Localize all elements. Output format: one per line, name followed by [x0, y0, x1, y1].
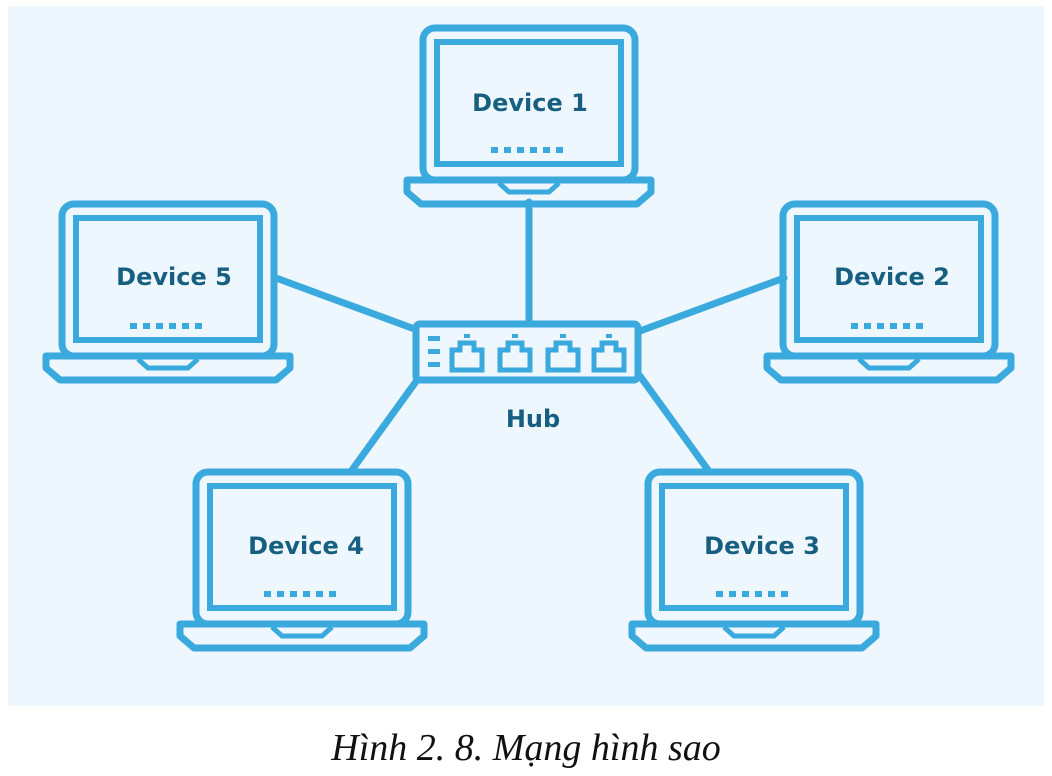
- device-1-label: Device 1: [472, 89, 588, 117]
- laptop-device-4-icon: [180, 472, 424, 648]
- figure-caption: Hình 2. 8. Mạng hình sao: [331, 727, 721, 769]
- diagram-canvas: Hub Device 1 Device 5 Device 2 Device 4 …: [8, 6, 1044, 706]
- laptop-device-3-icon: [632, 472, 876, 648]
- laptop-device-2-icon: [767, 204, 1011, 380]
- device-3-label: Device 3: [704, 532, 820, 560]
- link-hub-device-3: [636, 372, 712, 474]
- link-hub-device-5: [272, 274, 424, 335]
- link-hub-device-4: [348, 372, 424, 474]
- link-hub-device-2: [636, 274, 788, 335]
- device-5-label: Device 5: [116, 263, 232, 291]
- device-2-label: Device 2: [834, 263, 950, 291]
- star-network-diagram: Hub Device 1 Device 5 Device 2 Device 4 …: [8, 6, 1044, 706]
- device-4-label: Device 4: [248, 532, 364, 560]
- hub: [412, 320, 642, 384]
- laptop-device-5-icon: [46, 204, 290, 380]
- hub-ports-icon: [449, 340, 627, 373]
- connection-lines: [272, 198, 788, 474]
- hub-indicator-icon: [428, 336, 440, 367]
- hub-label: Hub: [506, 405, 560, 433]
